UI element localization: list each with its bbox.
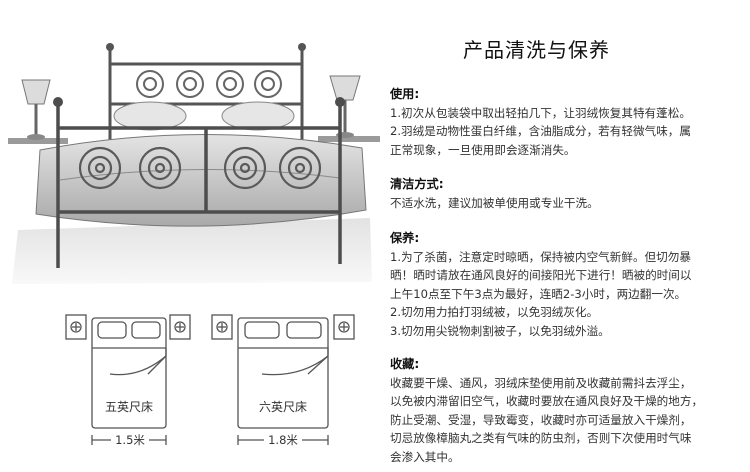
left-lamp (21, 79, 51, 140)
usage-line: 2.羽绒是动物性蛋白纤维，含油脂成分，若有轻微气味，属 (390, 124, 691, 139)
storage-line: 以免被内滞留旧空气，收藏时要放在通风良好及干燥的地方， (390, 394, 704, 409)
care-line: 1.为了杀菌，注意定时晾晒，保持被内空气新鲜。但切勿暴 (390, 249, 691, 264)
usage-line: 1.初次从包装袋中取出轻拍几下，让羽绒恢复其特有蓬松。 (390, 105, 691, 120)
cleaning-section: 清洁方式: 不适水洗，建议加被单使用或专业干洗。 (390, 175, 742, 212)
cleaning-heading: 清洁方式: (390, 177, 444, 191)
usage-line: 正常现象，一旦使用即会逐渐消失。 (390, 142, 576, 157)
storage-line: 会渗入其中。 (390, 449, 460, 464)
five-foot-bed-label: 五英尺床 (105, 400, 153, 414)
care-line: 晒！晒时请放在通风良好的间接阳光下进行！晒被的时间以 (390, 268, 692, 283)
care-line: 3.切勿用尖锐物刺割被子，以免羽绒外溢。 (390, 323, 610, 338)
care-line: 上午10点至下午3点为最好，连晒2-3小时，两边翻一次。 (390, 286, 687, 301)
footboard (56, 106, 342, 268)
storage-line: 收藏要干燥、通风，羽绒床垫使用前及收藏前需抖去浮尘， (390, 375, 692, 390)
storage-section: 收藏: 收藏要干燥、通风，羽绒床垫使用前及收藏前需抖去浮尘， 以免被内滞留旧空气… (390, 355, 742, 467)
right-lamp (329, 75, 361, 138)
bed-illustration (8, 43, 380, 284)
five-foot-bed-diagram (65, 314, 191, 445)
page-title: 产品清洗与保养 (463, 38, 610, 62)
care-line: 2.切勿用力拍打羽绒被，以免羽绒灰化。 (390, 305, 599, 320)
cleaning-line: 不适水洗，建议加被单使用或专业干洗。 (390, 195, 599, 210)
six-foot-bed-diagram (211, 314, 355, 445)
five-foot-bed-dimension: 1.5米 (115, 433, 145, 447)
storage-line: 切忌放像樟脑丸之类有气味的防虫剂，否则下次使用时气味 (390, 431, 692, 446)
usage-heading: 使用: (390, 87, 420, 101)
usage-section: 使用: 1.初次从包装袋中取出轻拍几下，让羽绒恢复其特有蓬松。 2.羽绒是动物性… (390, 85, 742, 159)
six-foot-bed-label: 六英尺床 (259, 400, 307, 414)
care-heading: 保养: (390, 231, 420, 245)
storage-heading: 收藏: (390, 357, 420, 371)
six-foot-bed-dimension: 1.8米 (268, 433, 298, 447)
care-section: 保养: 1.为了杀菌，注意定时晾晒，保持被内空气新鲜。但切勿暴 晒！晒时请放在通… (390, 229, 742, 341)
storage-line: 防止受潮、受湿，导致霉变，收藏时亦可适量放入干燥剂， (390, 412, 692, 427)
